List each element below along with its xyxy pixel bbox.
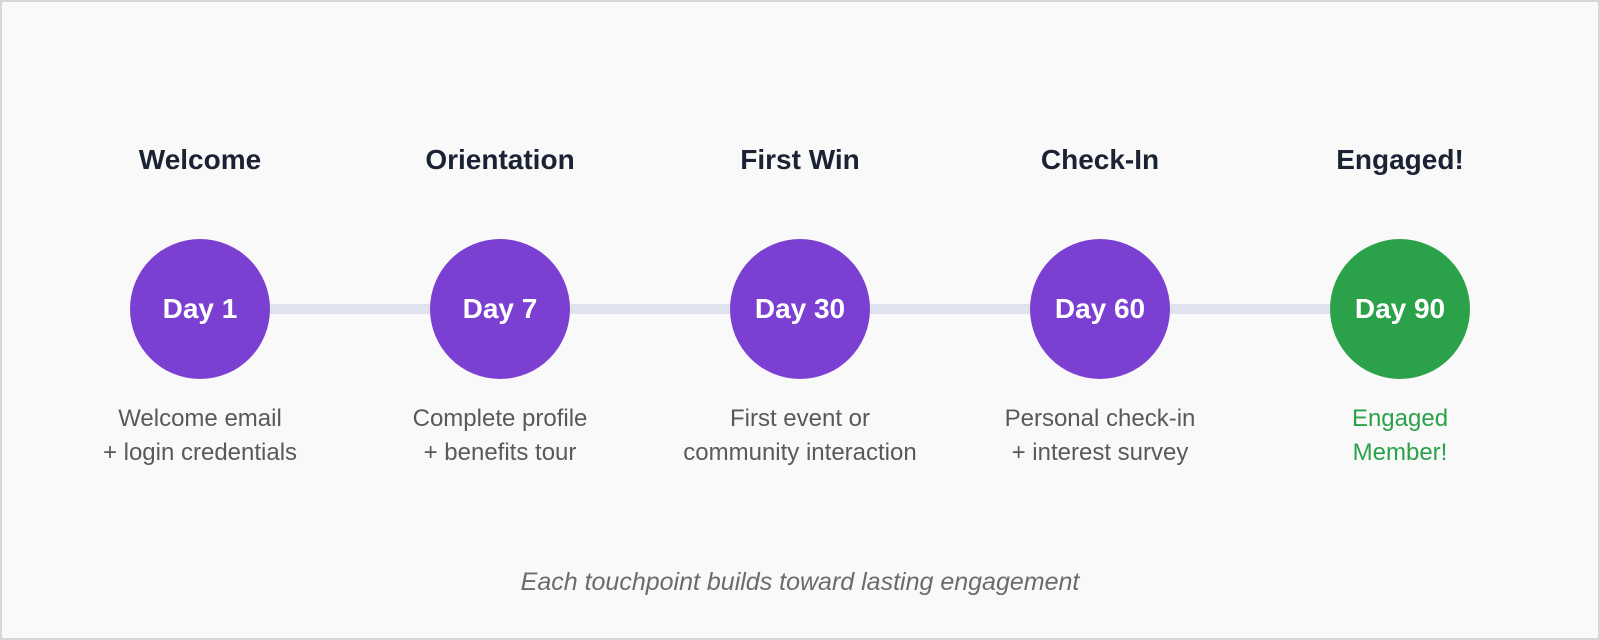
milestone-circle: Day 1: [130, 239, 270, 379]
milestone-description: First event or community interaction: [683, 405, 917, 466]
milestone-title: Engaged!: [1336, 144, 1464, 175]
milestone-title: Check-In: [1040, 144, 1160, 175]
milestone-description: Engaged Member!: [1351, 405, 1449, 466]
milestone-column-check-in: Check-In Day 60 Personal check-in + inte…: [950, 140, 1250, 470]
milestone-column-first-win: First Win Day 30 First event or communit…: [650, 140, 950, 470]
footer-caption: Each touchpoint builds toward lasting en…: [520, 568, 1080, 596]
milestone-title: Orientation: [425, 144, 575, 175]
milestone-circle: Day 60: [1030, 239, 1170, 379]
milestone-day-label: Day 90: [1354, 293, 1446, 324]
milestone-circle: Day 7: [430, 239, 570, 379]
milestone-day-label: Day 60: [1054, 293, 1146, 324]
milestone-day-label: Day 7: [462, 293, 538, 324]
milestone-day-label: Day 1: [162, 293, 238, 324]
milestone-circle: Day 30: [730, 239, 870, 379]
milestone-description: Welcome email + login credentials: [102, 405, 298, 466]
milestone-title: First Win: [740, 144, 860, 175]
milestone-circle: Day 90: [1330, 239, 1470, 379]
milestone-day-label: Day 30: [754, 293, 846, 324]
milestone-title: Welcome: [138, 144, 262, 175]
milestone-column-orientation: Orientation Day 7 Complete profile + ben…: [350, 140, 650, 470]
milestone-description: Personal check-in + interest survey: [1004, 405, 1196, 466]
timeline-row: Welcome Day 1 Welcome email + login cred…: [50, 140, 1550, 470]
milestone-column-engaged: Engaged! Day 90 Engaged Member!: [1250, 140, 1550, 470]
milestone-column-welcome: Welcome Day 1 Welcome email + login cred…: [50, 140, 350, 470]
milestone-description: Complete profile + benefits tour: [412, 405, 588, 466]
